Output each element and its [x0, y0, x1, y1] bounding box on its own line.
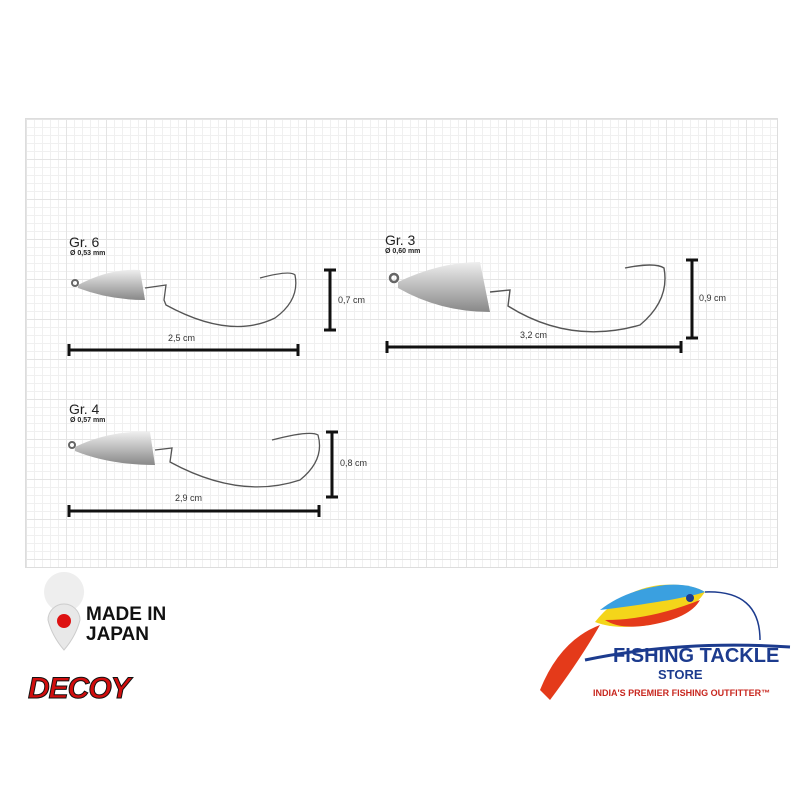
- wire-diameter-label: Ø 0,60 mm: [385, 248, 421, 255]
- made-in-japan-line1: MADE IN: [86, 604, 167, 625]
- height-label: 0,7 cm: [338, 295, 366, 305]
- length-label: 2,9 cm: [175, 493, 203, 503]
- made-in-japan-line2: JAPAN: [86, 624, 149, 645]
- height-label: 0,9 cm: [699, 293, 727, 303]
- hook-gr4: [68, 431, 321, 488]
- store-tagline: INDIA'S PREMIER FISHING OUTFITTER™: [593, 688, 771, 698]
- decoy-logo: DECOY: [28, 672, 132, 706]
- store-logo-icon: [540, 584, 791, 700]
- hook-size-label: Gr. 6: [69, 234, 100, 250]
- dim-gr6: [67, 268, 336, 356]
- dim-gr4: [67, 430, 338, 517]
- wire-diameter-label: Ø 0,53 mm: [70, 250, 106, 257]
- hook-size-label: Gr. 3: [385, 232, 416, 248]
- hook-gr6: [71, 269, 297, 328]
- hook-size-label: Gr. 4: [69, 401, 100, 417]
- length-label: 3,2 cm: [520, 330, 548, 340]
- japan-badge-icon: [44, 572, 85, 651]
- store-name: FISHING TACKLE: [613, 645, 780, 667]
- measurement-grid-panel: [25, 118, 778, 568]
- height-label: 0,8 cm: [340, 458, 368, 468]
- length-label: 2,5 cm: [168, 333, 196, 343]
- wire-diameter-label: Ø 0,57 mm: [70, 417, 106, 424]
- store-sub: STORE: [658, 667, 703, 682]
- hook-gr3: [388, 262, 666, 333]
- dim-gr3: [385, 258, 698, 353]
